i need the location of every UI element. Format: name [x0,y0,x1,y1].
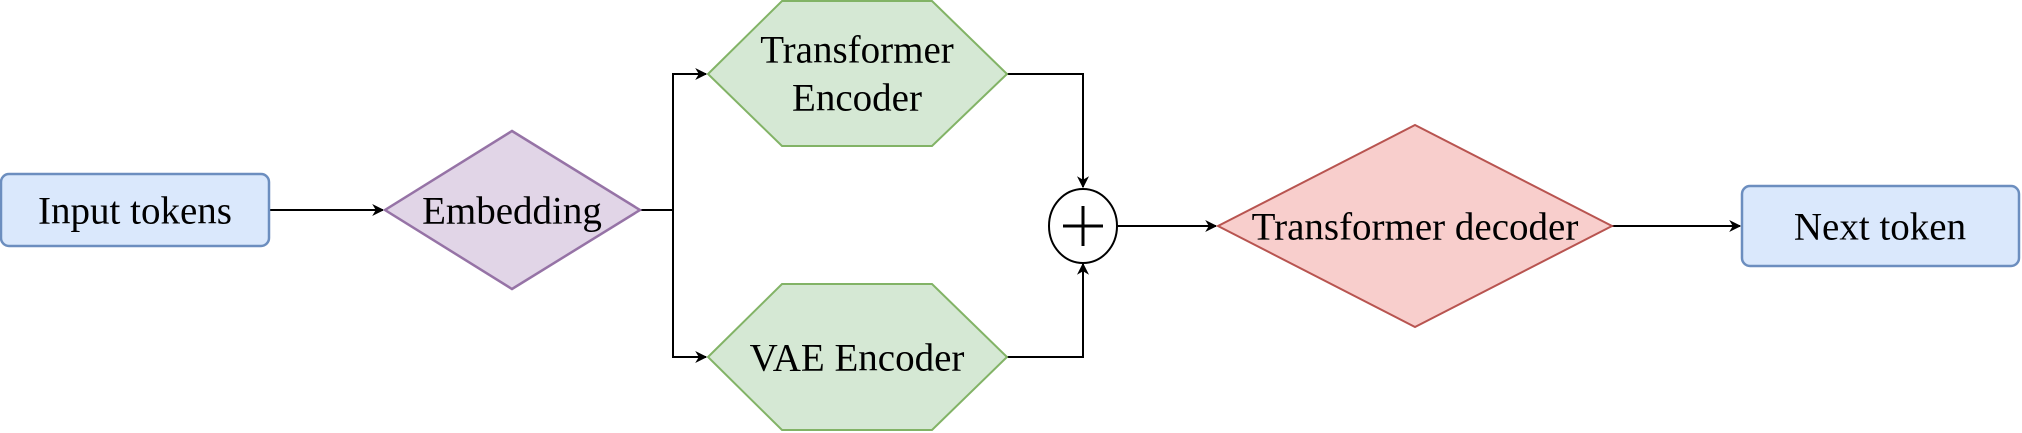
node-vae-encoder: VAE Encoder [706,283,1009,431]
node-transformer-encoder: Transformer Encoder [706,0,1009,147]
edge-branch-to-transformer-encoder [672,68,708,210]
input-tokens-box [0,172,271,248]
edge-transformer-encoder-to-sum [1007,73,1089,189]
transformer-encoder-hexagon [706,0,1009,147]
vae-encoder-hexagon [706,283,1009,431]
edge-vae-encoder-to-sum [1007,262,1089,358]
node-transformer-decoder: Transformer decoder [1215,123,1615,329]
transformer-decoder-label: Transformer decoder [1252,206,1579,249]
node-input-tokens: Input tokens [0,172,271,248]
input-tokens-label: Input tokens [38,190,232,233]
edges [270,68,1742,363]
node-next-token: Next token [1740,184,2021,268]
transformer-decoder-diamond [1215,123,1615,329]
node-sum [1048,188,1118,264]
vae-encoder-label: VAE Encoder [750,337,965,380]
transformer-encoder-label-line1: Transformer [760,29,954,72]
node-embedding: Embedding [382,129,643,291]
next-token-label: Next token [1794,206,1966,249]
embedding-diamond [382,129,643,291]
embedding-label: Embedding [422,190,602,233]
transformer-encoder-label-line2: Encoder [792,77,922,120]
edge-branch-to-vae-encoder [672,210,708,363]
next-token-box [1740,184,2021,268]
